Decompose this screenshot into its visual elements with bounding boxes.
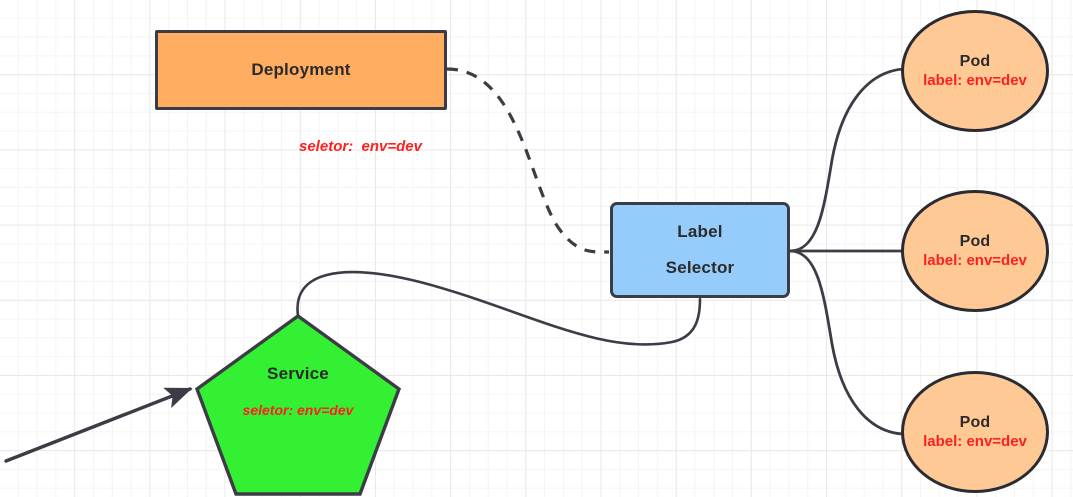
edge-incoming-traffic-to-service — [4, 387, 193, 463]
node-pod-2[interactable]: Pod label: env=dev — [901, 190, 1049, 312]
edge-service-to-label-selector — [296, 270, 702, 346]
service-title: Service — [267, 364, 329, 383]
node-deployment[interactable]: Deployment — [155, 30, 447, 110]
edge-deployment-to-label-selector — [446, 67, 610, 254]
edge-label-selector-to-pod-3 — [788, 249, 905, 436]
label-selector-title-line1: Label — [677, 222, 723, 241]
deployment-selector-caption: seletor: env=dev — [299, 138, 422, 155]
service-pentagon-shape — [195, 314, 401, 496]
service-selector-label: seletor: env=dev — [242, 402, 354, 418]
label-selector-title-line2: Selector — [665, 258, 735, 277]
pod-3-title: Pod — [959, 413, 991, 431]
pod-2-label: label: env=dev — [923, 251, 1027, 269]
deployment-title: Deployment — [251, 60, 351, 79]
pod-1-label: label: env=dev — [923, 71, 1027, 89]
pod-3-label: label: env=dev — [923, 432, 1027, 450]
node-label-selector[interactable]: Label Selector — [610, 202, 790, 298]
pod-1-title: Pod — [959, 52, 991, 70]
edge-label-selector-to-pod-1 — [788, 67, 905, 253]
node-pod-3[interactable]: Pod label: env=dev — [901, 371, 1049, 493]
pod-2-title: Pod — [959, 232, 991, 250]
node-service[interactable]: Service seletor: env=dev — [195, 314, 401, 497]
node-pod-1[interactable]: Pod label: env=dev — [901, 10, 1049, 132]
